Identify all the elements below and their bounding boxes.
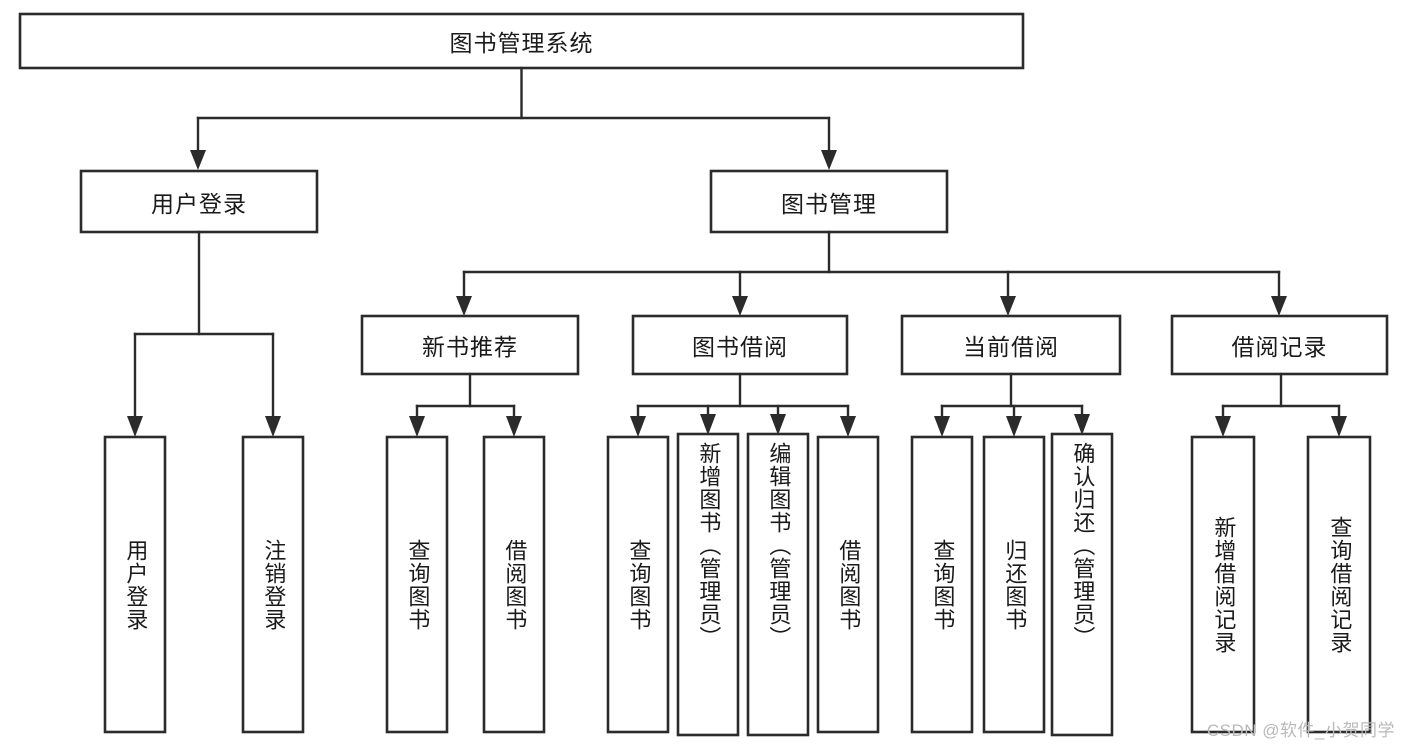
node-borrow-record[interactable] <box>1170 314 1389 376</box>
watermark-text: CSDN @软件_小贺同学 <box>1206 721 1395 740</box>
edge-group-root <box>190 66 837 170</box>
leaf-confirm-return-admin[interactable] <box>1050 432 1114 737</box>
leaf-borrow-book-rec[interactable] <box>482 435 546 734</box>
edge-group-borrow-record <box>1215 372 1347 437</box>
edge-group-new-book-recommend <box>409 372 522 437</box>
leaf-query-book-borrow[interactable] <box>606 435 670 734</box>
node-new-book-recommend[interactable] <box>360 314 580 376</box>
node-user-login[interactable] <box>79 169 319 234</box>
edge-group-user-login <box>127 230 281 437</box>
edge-group-book-management <box>456 230 1287 316</box>
leaf-query-book-rec[interactable] <box>385 435 449 734</box>
leaf-borrow-book[interactable] <box>816 435 880 734</box>
node-book-management[interactable] <box>709 169 949 234</box>
node-book-borrow[interactable] <box>631 314 849 376</box>
leaf-query-borrow-record[interactable] <box>1306 435 1372 734</box>
leaf-add-borrow-record[interactable] <box>1190 435 1256 734</box>
edge-group-book-borrow <box>630 372 856 437</box>
leaf-query-book-current[interactable] <box>910 435 974 734</box>
leaf-logout[interactable] <box>241 435 305 734</box>
node-current-borrow[interactable] <box>900 314 1122 376</box>
node-root[interactable] <box>18 12 1025 70</box>
edge-group-current-borrow <box>934 372 1090 437</box>
leaf-add-book-admin[interactable] <box>676 432 740 737</box>
leaf-user-login[interactable] <box>103 435 167 734</box>
leaf-edit-book-admin[interactable] <box>746 432 810 737</box>
leaf-return-book[interactable] <box>982 435 1046 734</box>
